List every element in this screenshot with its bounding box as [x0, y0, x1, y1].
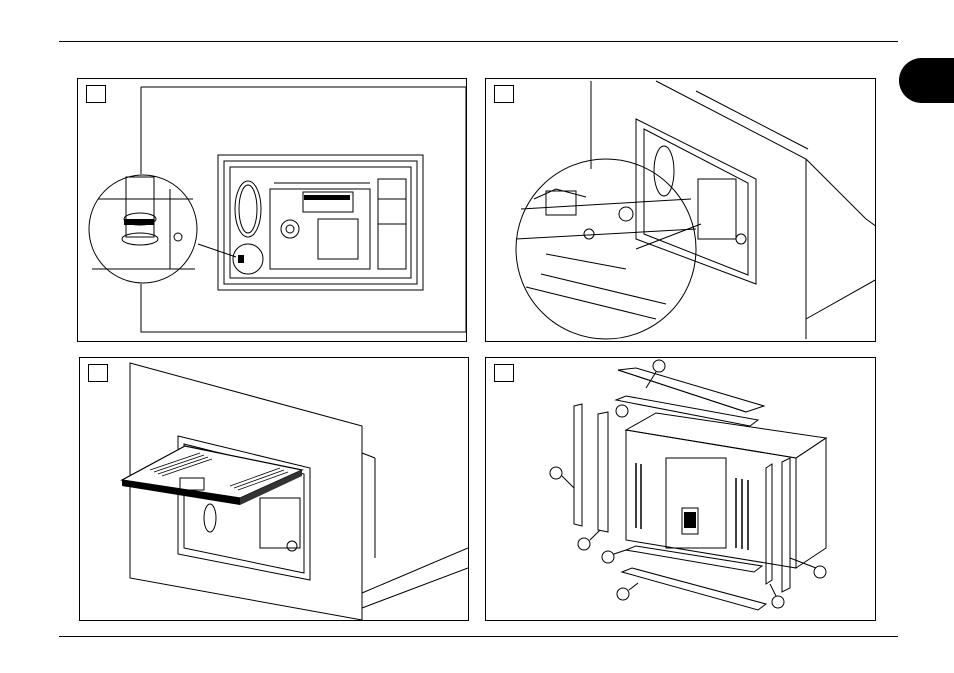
figure-4-illustration [486, 358, 876, 621]
figure-1 [77, 78, 467, 342]
figure-1-illustration [78, 79, 467, 342]
header-rule [59, 41, 898, 42]
figure-2-illustration [486, 79, 876, 342]
figure-2 [485, 78, 876, 342]
footer-rule [59, 636, 898, 637]
chapter-tab [899, 58, 954, 103]
figure-3 [79, 357, 469, 621]
figure-4 [485, 357, 876, 621]
figure-3-illustration [80, 358, 469, 621]
